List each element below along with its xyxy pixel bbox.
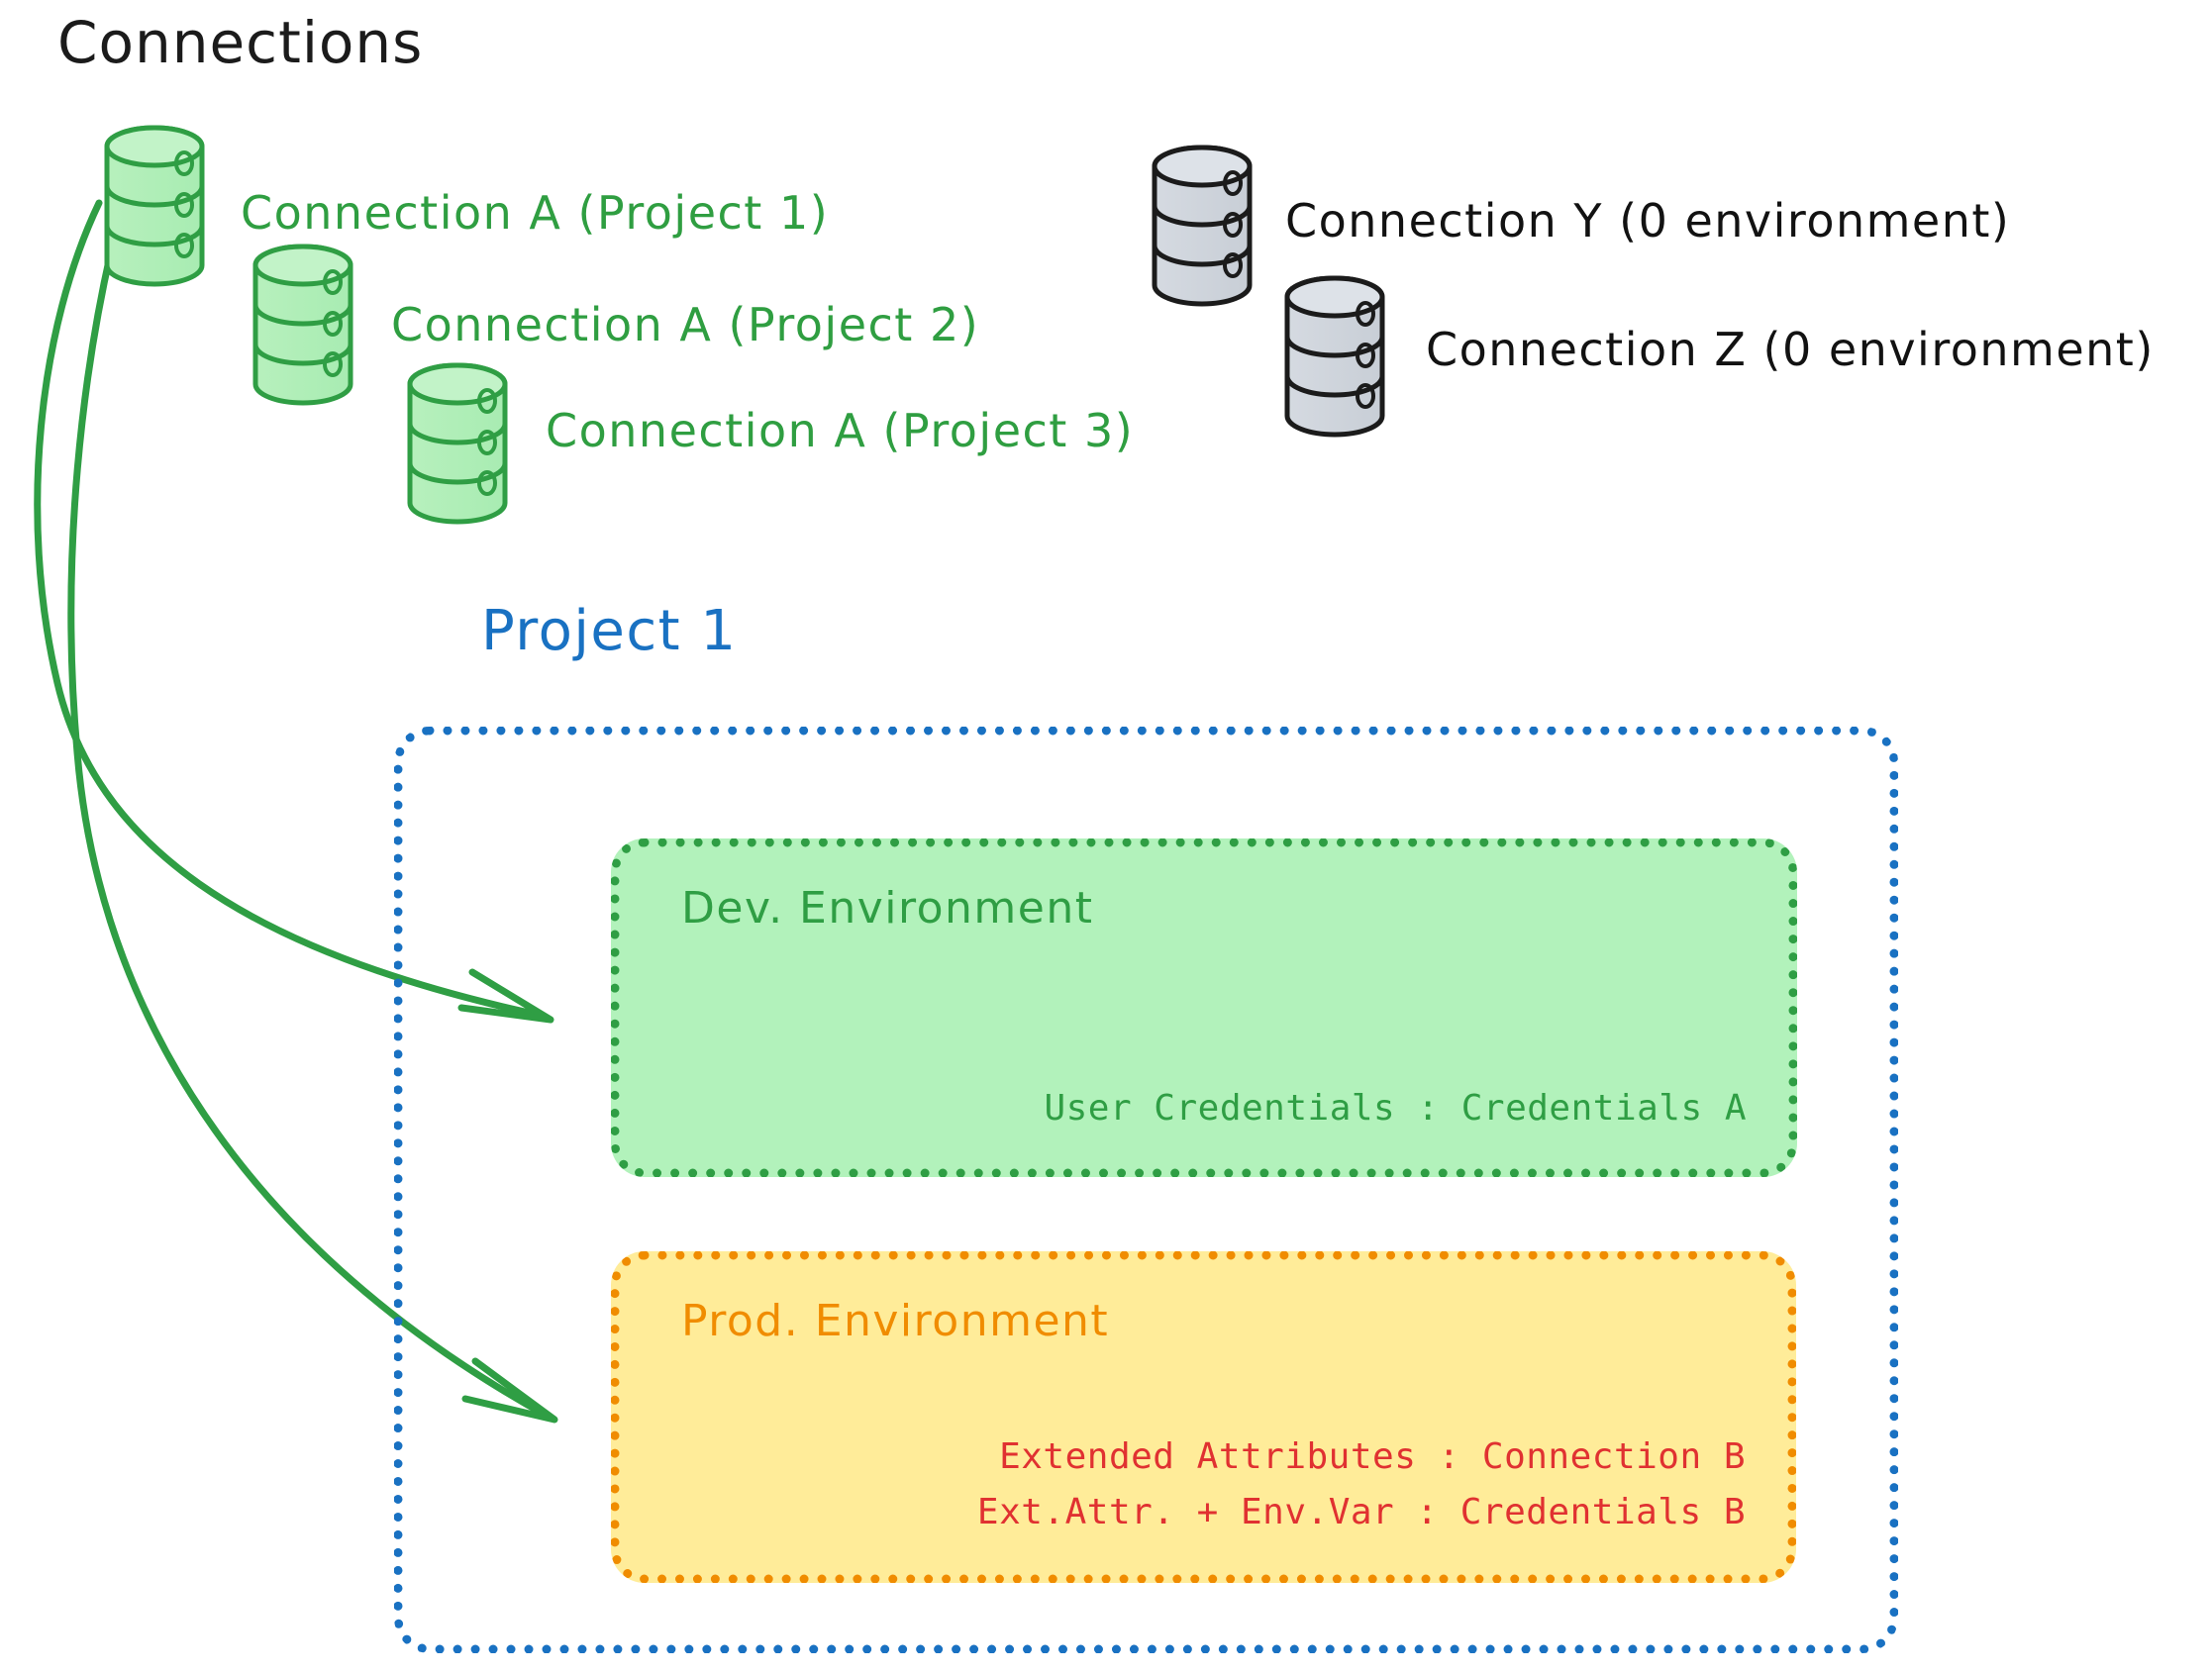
database-icon-conn-a-p2 bbox=[252, 244, 353, 406]
connection-label-y: Connection Y (0 environment) bbox=[1285, 194, 2011, 247]
environment-box-prod: Prod. Environment Extended Attributes : … bbox=[611, 1251, 1796, 1583]
project-title: Project 1 bbox=[481, 599, 738, 663]
environment-row-dev-0: User Credentials : Credentials A bbox=[1044, 1088, 1747, 1129]
environment-row-prod-0: Extended Attributes : Connection B bbox=[999, 1436, 1746, 1477]
environment-title-prod: Prod. Environment bbox=[681, 1296, 1110, 1346]
arrow-to-prod bbox=[67, 231, 558, 1424]
database-icon-conn-a-p3 bbox=[407, 362, 508, 525]
page-title: Connections bbox=[57, 9, 424, 76]
environment-row-prod-1: Ext.Attr. + Env.Var : Credentials B bbox=[976, 1492, 1746, 1532]
database-icon-conn-z bbox=[1284, 275, 1385, 438]
connection-label-z: Connection Z (0 environment) bbox=[1426, 323, 2155, 376]
project-container: Dev. Environment User Credentials : Cred… bbox=[394, 727, 1898, 1653]
arrow-to-dev bbox=[34, 199, 554, 1024]
connection-label-a-project-2: Connection A (Project 2) bbox=[391, 298, 980, 351]
environment-box-dev: Dev. Environment User Credentials : Cred… bbox=[611, 838, 1797, 1177]
environment-title-dev: Dev. Environment bbox=[681, 883, 1094, 934]
connection-label-a-project-3: Connection A (Project 3) bbox=[546, 404, 1135, 457]
database-icon-conn-a-p1 bbox=[104, 125, 205, 287]
connection-label-a-project-1: Connection A (Project 1) bbox=[241, 186, 830, 240]
database-icon-conn-y bbox=[1152, 145, 1253, 307]
